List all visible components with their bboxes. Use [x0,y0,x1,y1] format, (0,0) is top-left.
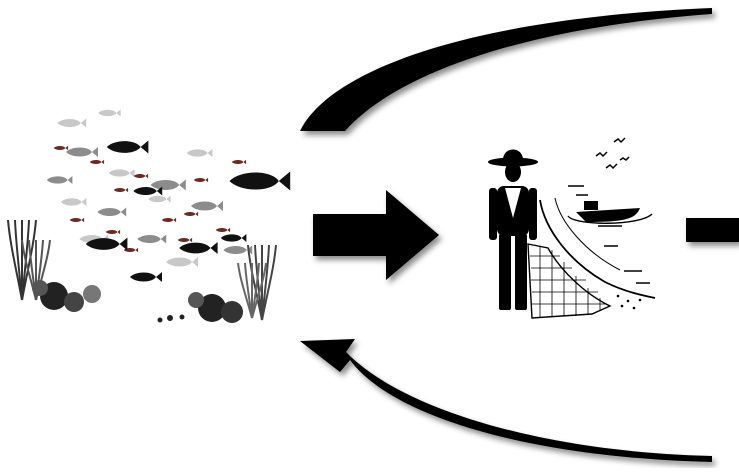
fishing-net-icon [528,244,610,318]
fish-icon [179,242,217,254]
fish-icon [137,235,166,244]
fish-icon [148,196,170,203]
birds-icon [596,138,629,168]
seaweed-icon [15,220,22,300]
rock-icon [180,315,185,320]
fisherman-with-net-and-boat-icon [488,138,655,318]
seaweed-icon [262,245,269,320]
fish-icon [178,238,192,243]
fish-icon [90,160,104,165]
fish-icon [229,172,290,191]
fish-icon [54,146,68,151]
arrow-fish-to-fisher [313,190,439,280]
fish-icon [66,147,98,157]
fish-icon [70,218,84,223]
fish-community-icon [8,110,290,324]
fish-icon [221,234,247,242]
fish-icon [162,218,176,223]
fish-icon [134,174,148,179]
rock-icon [188,292,204,308]
curved-arrow-top [300,8,712,131]
fish-icon [184,212,198,217]
fish-icon [57,119,86,128]
fish-icon [114,188,128,193]
curved-arrow-bottom [300,339,712,462]
rock-icon [167,315,173,321]
fish-icon [151,180,186,191]
fish-icon [166,257,198,267]
fish-icon [61,198,87,206]
fish-icon [191,201,223,211]
fish-icon [216,228,230,233]
rock-icon [83,285,101,303]
fish-icon [106,230,120,235]
fish-icon [98,110,120,117]
rock-icon [221,301,243,323]
rock-icon [64,292,84,312]
fish-icon [107,141,149,154]
fish-icon [194,178,208,183]
sand-dots-icon [617,295,642,310]
fish-icon [232,160,246,165]
fish-icon [97,208,126,217]
water-dashes-icon [568,186,650,283]
fish-icon [130,272,162,282]
fish-icon [187,149,213,157]
rock-icon [158,318,163,323]
boat-icon [568,201,652,223]
arrow-fisher-to-next [686,218,739,242]
fish-icon [47,176,73,184]
fish-icon [109,169,135,177]
rock-icon [32,280,48,296]
